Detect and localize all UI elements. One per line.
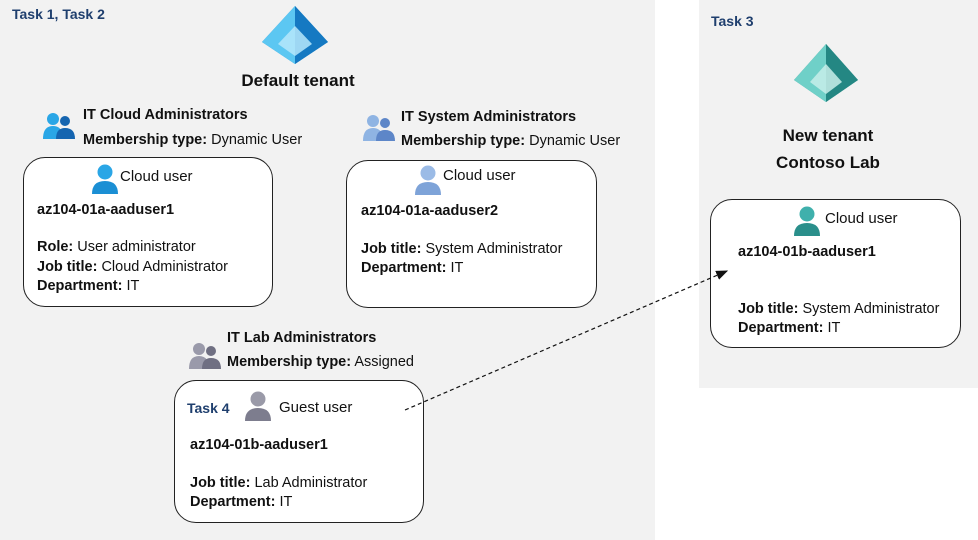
role-value: User administrator	[77, 239, 196, 255]
group-membership-type: Membership type: Dynamic User	[401, 133, 620, 149]
membership-key: Membership type:	[83, 132, 208, 148]
user-type-label: Cloud user	[120, 168, 193, 185]
dept-key: Department:	[190, 494, 276, 510]
user-job-title: Job title: Cloud Administrator	[37, 259, 228, 275]
default-tenant-title: Default tenant	[241, 71, 355, 90]
user-job-title: Job title: System Administrator	[361, 241, 562, 257]
user-job-title: Job title: Lab Administrator	[190, 475, 367, 491]
dept-key: Department:	[37, 278, 123, 294]
job-key: Job title:	[190, 475, 251, 491]
dept-value: IT	[827, 320, 841, 336]
job-value: Lab Administrator	[254, 475, 368, 491]
user-role: Role: User administrator	[37, 239, 196, 255]
job-key: Job title:	[37, 259, 98, 275]
guest-user-icon	[245, 391, 271, 421]
cloud-user-icon	[794, 206, 820, 236]
job-value: Cloud Administrator	[101, 259, 228, 275]
group-name-it-cloud-admins: IT Cloud Administrators	[83, 107, 248, 123]
dept-value: IT	[279, 494, 293, 510]
dept-value: IT	[126, 278, 140, 294]
dept-key: Department:	[361, 260, 447, 276]
user-principal-name: az104-01b-aaduser1	[190, 437, 328, 453]
user-department: Department: IT	[738, 320, 840, 336]
user-department: Department: IT	[37, 278, 139, 294]
user-type-label: Cloud user	[825, 210, 898, 227]
group-membership-type: Membership type: Dynamic User	[83, 132, 302, 148]
group-membership-type: Membership type: Assigned	[227, 354, 414, 370]
azure-ad-pyramid-icon	[794, 44, 858, 102]
user-type-label: Guest user	[279, 399, 353, 416]
azure-ad-pyramid-icon	[262, 6, 328, 64]
user-card-az104-01a-aaduser2: Cloud user az104-01a-aaduser2 Job title:…	[346, 160, 597, 308]
job-key: Job title:	[738, 301, 799, 317]
membership-value: Dynamic User	[211, 132, 303, 148]
job-value: System Administrator	[425, 241, 563, 257]
user-card-az104-01b-aaduser1: Cloud user az104-01b-aaduser1 Job title:…	[710, 199, 961, 348]
group-name-it-system-admins: IT System Administrators	[401, 109, 577, 125]
group-name-it-lab-admins: IT Lab Administrators	[227, 330, 377, 346]
membership-key: Membership type:	[227, 354, 352, 370]
task-label-3: Task 3	[711, 13, 754, 29]
user-card-guest-az104-01b-aaduser1: Task 4 Guest user az104-01b-aaduser1 Job…	[174, 380, 424, 523]
dept-key: Department:	[738, 320, 824, 336]
membership-key: Membership type:	[401, 133, 526, 149]
cloud-user-icon	[92, 164, 118, 194]
user-job-title: Job title: System Administrator	[738, 301, 939, 317]
user-principal-name: az104-01a-aaduser2	[361, 203, 499, 219]
job-key: Job title:	[361, 241, 422, 257]
new-tenant-title-line1: New tenant	[782, 126, 874, 145]
new-tenant-title-line2: Contoso Lab	[776, 153, 880, 172]
user-type-label: Cloud user	[443, 167, 516, 184]
user-department: Department: IT	[361, 260, 463, 276]
task-label-4: Task 4	[187, 400, 230, 416]
user-card-az104-01a-aaduser1: Cloud user az104-01a-aaduser1 Role: User…	[23, 157, 273, 307]
user-group-icon	[189, 343, 221, 369]
job-value: System Administrator	[802, 301, 940, 317]
membership-value: Assigned	[354, 354, 414, 370]
user-principal-name: az104-01a-aaduser1	[37, 202, 175, 218]
user-principal-name: az104-01b-aaduser1	[738, 244, 876, 260]
membership-value: Dynamic User	[529, 133, 621, 149]
task-label-1-2: Task 1, Task 2	[12, 6, 105, 22]
dept-value: IT	[450, 260, 464, 276]
cloud-user-icon	[415, 165, 441, 195]
user-group-icon	[43, 113, 75, 139]
role-key: Role:	[37, 239, 74, 255]
user-group-icon	[363, 115, 395, 141]
user-department: Department: IT	[190, 494, 292, 510]
